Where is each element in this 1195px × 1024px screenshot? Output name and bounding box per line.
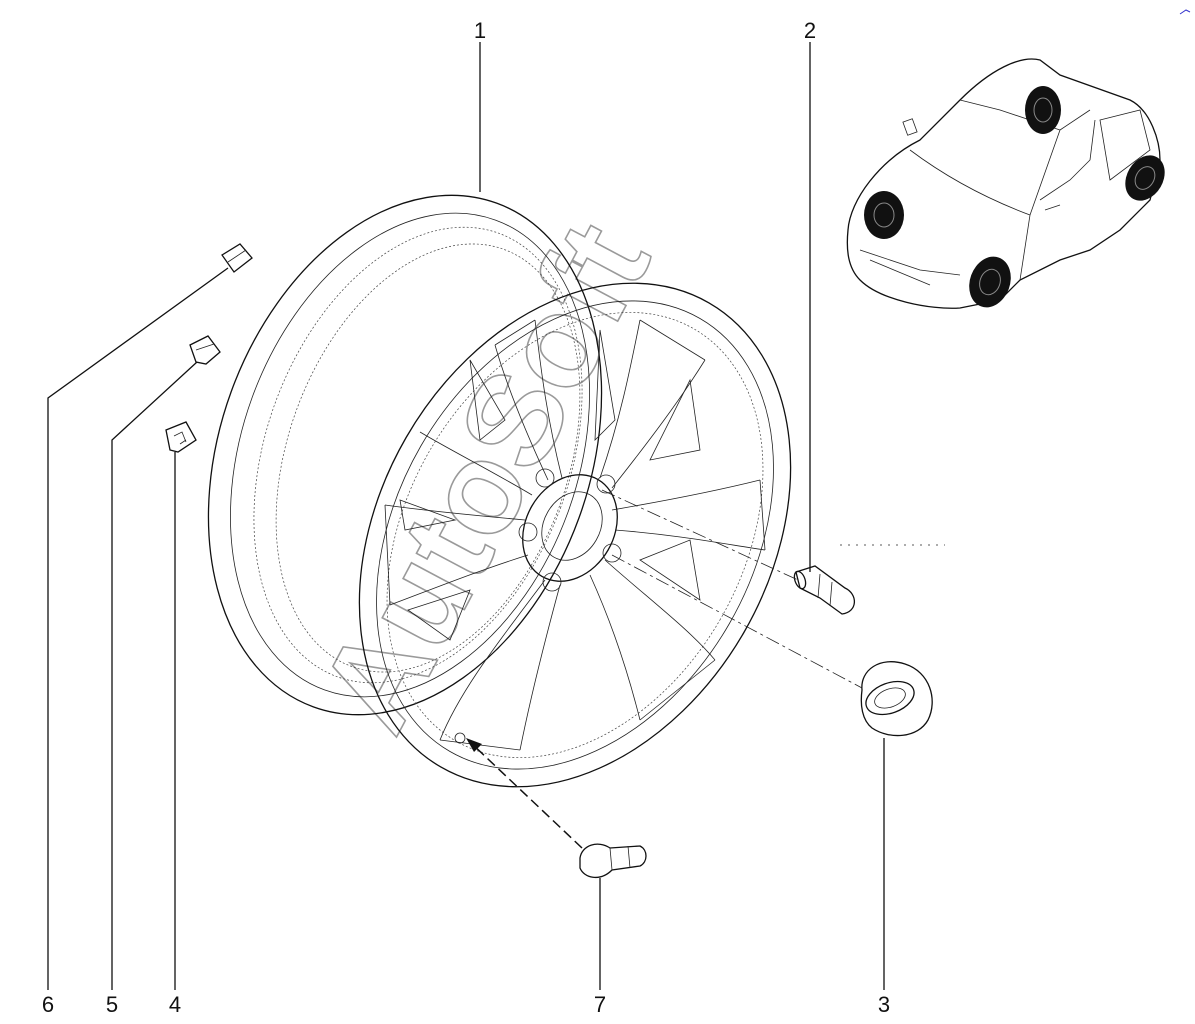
balance-weight-6[interactable] <box>221 243 253 273</box>
corner-mark-icon <box>1179 9 1191 15</box>
callout-4: 4 <box>169 992 181 1017</box>
alloy-wheel[interactable] <box>139 140 877 865</box>
leader-6 <box>47 267 229 990</box>
callout-labels: 1 2 3 4 5 6 7 <box>42 18 890 1017</box>
watermark: AutoSoft <box>290 199 678 754</box>
leader-5 <box>111 361 198 990</box>
callout-6: 6 <box>42 992 54 1017</box>
balance-weight-4[interactable] <box>165 421 197 453</box>
callout-2: 2 <box>804 18 816 43</box>
callout-1: 1 <box>474 18 486 43</box>
callout-3: 3 <box>878 992 890 1017</box>
callout-7: 7 <box>594 992 606 1017</box>
center-cap[interactable] <box>860 661 933 737</box>
car-inset <box>846 58 1165 309</box>
balance-weight-5[interactable] <box>189 335 221 365</box>
wheel-spokes <box>384 319 766 751</box>
callout-5: 5 <box>106 992 118 1017</box>
wheel-bolt[interactable] <box>792 565 856 615</box>
leader-lines <box>47 42 945 990</box>
watermark-text: AutoSoft <box>291 200 678 753</box>
tyre-valve[interactable] <box>579 843 647 878</box>
